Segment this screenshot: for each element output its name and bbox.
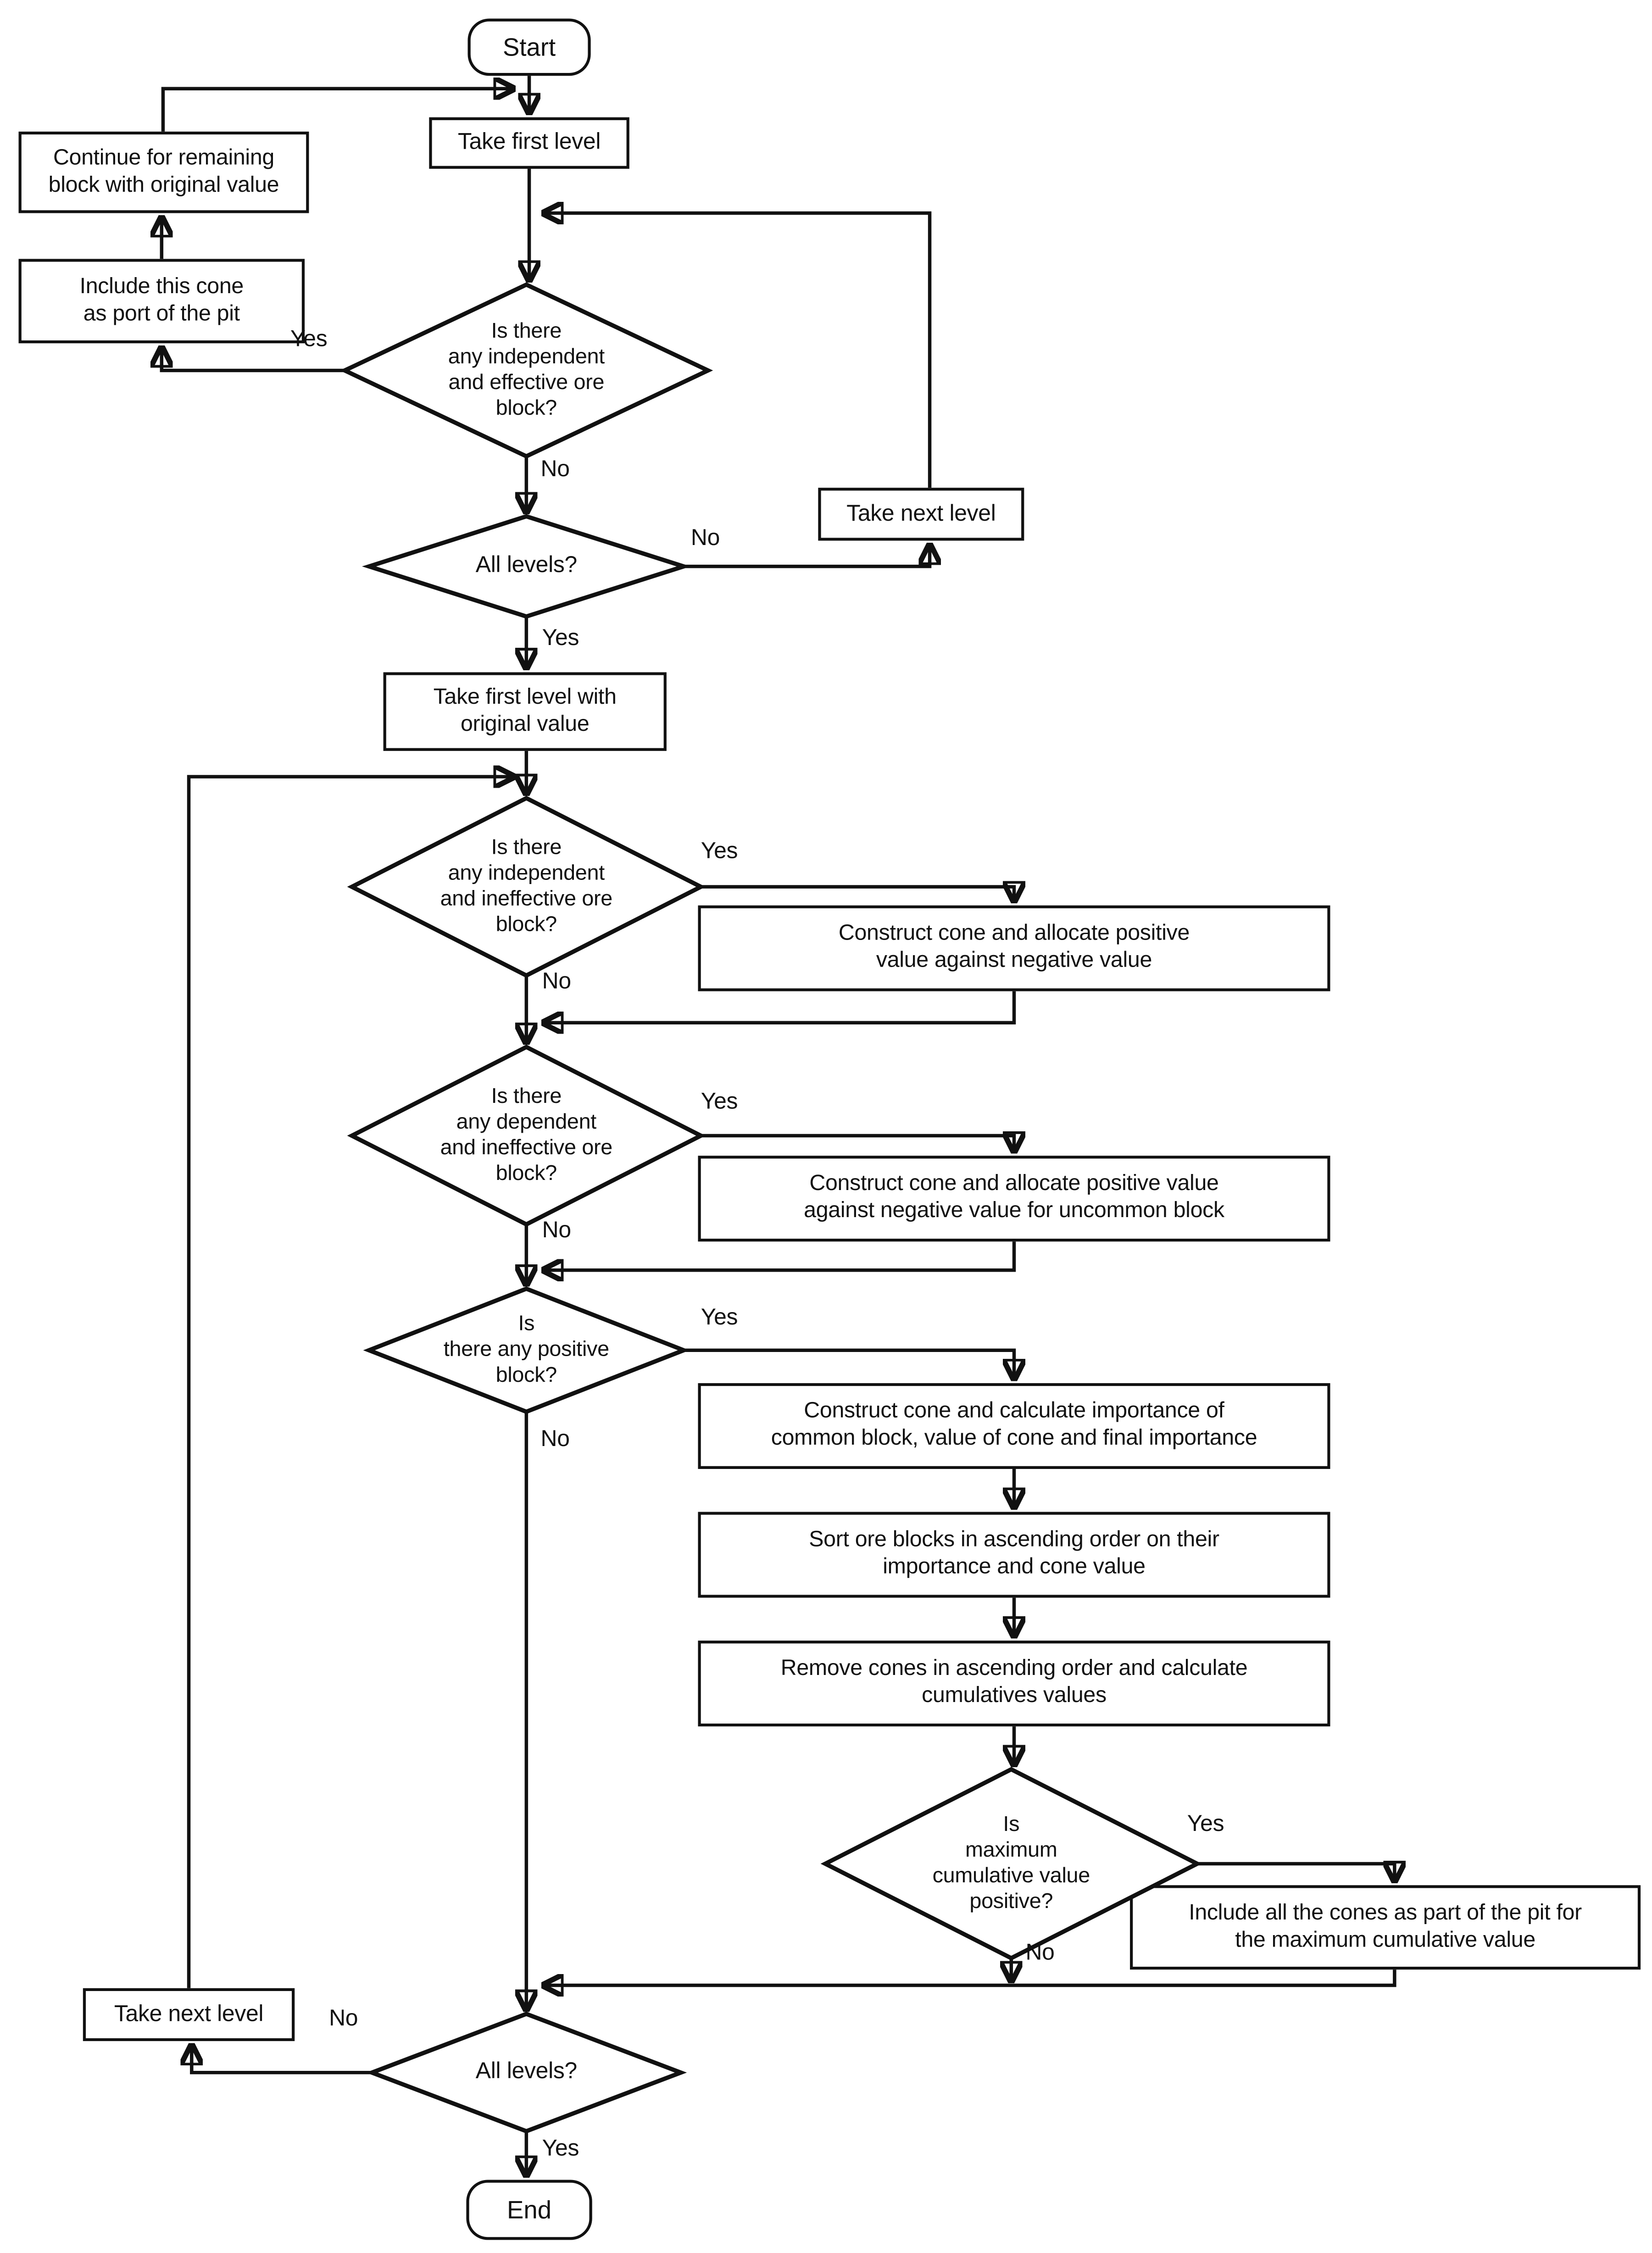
branch-label-yes: Yes [701, 840, 738, 864]
branch-label-no: No [542, 1218, 572, 1243]
branch-label-yes: Yes [701, 1090, 738, 1114]
diamond-shape [362, 514, 691, 619]
diamond-shape [366, 2011, 687, 2134]
node-include-all-cones: Include all the cones as part of the pit… [1130, 1885, 1641, 1970]
edge-decision4-yes-to-construct3 [684, 1348, 1014, 1379]
edge-continue-to-mainline [161, 89, 513, 132]
decision-all-levels-top-label: All levels? [475, 554, 577, 579]
decision-positive-block: Is there any positive block? [363, 1286, 690, 1414]
branch-label-yes: Yes [1187, 1812, 1224, 1837]
edge-take-next-top-feedback [544, 213, 932, 488]
node-take-next-level-top: Take next level [818, 488, 1024, 541]
branch-label-no: No [1025, 1941, 1055, 1965]
branch-label-no: No [540, 1427, 570, 1452]
edge-decision3-yes-to-construct2 [701, 1136, 1014, 1152]
decision-independent-ineffective: Is there any independent and ineffective… [347, 796, 706, 978]
edge-decision5-yes-to-include-all [1197, 1864, 1395, 1880]
decision-dependent-ineffective: Is there any dependent and ineffective o… [347, 1044, 706, 1227]
decision-max-cumulative: Is maximum cumulative value positive? [820, 1767, 1202, 1961]
diamond-shape [347, 1044, 706, 1227]
node-sort-ore-blocks: Sort ore blocks in ascending order on th… [698, 1512, 1330, 1598]
node-include-cone: Include this cone as port of the pit [18, 259, 305, 344]
node-continue-remaining-block: Continue for remaining block with origin… [18, 131, 309, 213]
branch-label-yes: Yes [701, 1306, 738, 1330]
decision-max-cumulative-label: Is maximum cumulative value positive? [932, 1812, 1090, 1914]
edge-all-levels-no-to-take-next-top [684, 545, 929, 568]
node-take-first-level: Take first level [429, 117, 629, 169]
edge-decision2-yes-to-construct1 [701, 887, 1014, 901]
node-construct-allocate-uncommon: Construct cone and allocate positive val… [698, 1156, 1330, 1242]
decision-independent-effective-label: Is there any independent and effective o… [448, 319, 605, 421]
node-construct-importance: Construct cone and calculate importance … [698, 1383, 1330, 1469]
diamond-shape [339, 282, 713, 459]
edge-decision1-yes-to-include-cone [161, 348, 345, 373]
edge-include-all-return [544, 1969, 1396, 1985]
node-take-next-level-bottom: Take next level [83, 1988, 295, 2042]
branch-label-no: No [540, 457, 570, 482]
diamond-shape [347, 796, 706, 978]
decision-independent-effective: Is there any independent and effective o… [339, 282, 713, 459]
branch-label-yes: Yes [542, 2136, 579, 2161]
diamond-shape [363, 1286, 690, 1414]
node-remove-cones: Remove cones in ascending order and calc… [698, 1641, 1330, 1727]
edge-construct1-return [544, 991, 1016, 1023]
edge-all-levels-bottom-no-to-take-next [192, 2045, 372, 2075]
decision-positive-block-label: Is there any positive block? [443, 1312, 609, 1388]
branch-label-yes: Yes [542, 626, 579, 651]
branch-label-yes: Yes [290, 327, 328, 352]
edge-construct2-return [544, 1241, 1016, 1270]
branch-label-no: No [542, 969, 572, 994]
edge-left-feedback-take-next-bottom [187, 777, 514, 1988]
decision-all-levels-top: All levels? [362, 514, 691, 619]
diamond-shape [820, 1767, 1202, 1961]
node-end: End [466, 2180, 592, 2240]
branch-label-no: No [690, 526, 720, 551]
node-take-first-level-original: Take first level with original value [383, 672, 667, 751]
decision-all-levels-bottom-label: All levels? [475, 2060, 577, 2085]
node-start: Start [467, 18, 591, 76]
decision-dependent-ineffective-label: Is there any dependent and ineffective o… [440, 1084, 613, 1186]
node-construct-allocate: Construct cone and allocate positive val… [698, 905, 1330, 991]
decision-independent-ineffective-label: Is there any independent and ineffective… [440, 835, 613, 937]
decision-all-levels-bottom: All levels? [366, 2011, 687, 2134]
branch-label-no: No [329, 2007, 358, 2031]
